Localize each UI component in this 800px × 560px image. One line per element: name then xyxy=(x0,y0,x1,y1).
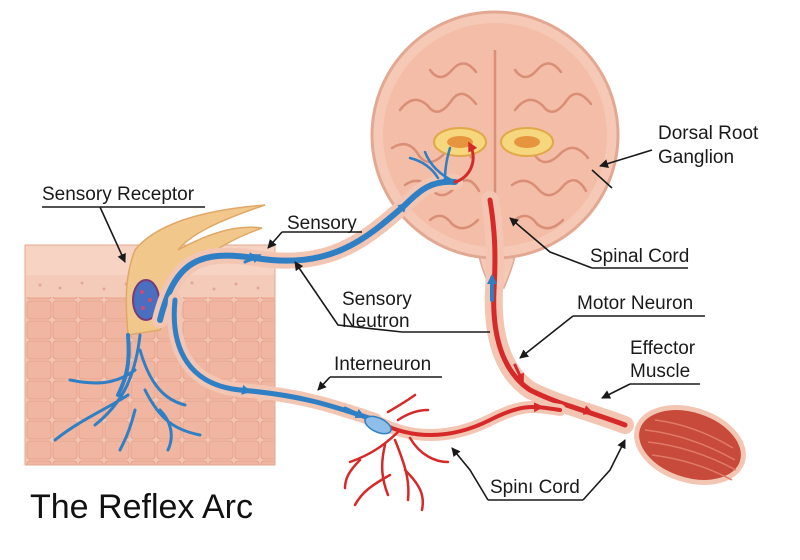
label-effector-line1: Effector xyxy=(630,338,696,359)
sensory-nerve xyxy=(53,146,463,452)
label-dorsal-root-line1: Dorsal Root xyxy=(658,123,759,144)
label-spinal-cord: Spinal Cord xyxy=(590,246,690,267)
label-sensory-neutron-line2: Neutron xyxy=(342,311,410,332)
diagram-title: The Reflex Arc xyxy=(30,488,253,526)
label-interneuron: Interneuron xyxy=(334,354,432,375)
label-effector-line2: Muscle xyxy=(630,361,691,382)
label-sensory: Sensory xyxy=(287,213,357,234)
label-sensory-receptor: Sensory Receptor xyxy=(42,184,195,205)
effector-muscle-shape xyxy=(634,405,746,485)
label-motor-neuron: Motor Neuron xyxy=(577,293,694,314)
label-sensory-neutron-line1: Sensory xyxy=(342,289,412,310)
leader-lines xyxy=(42,149,705,501)
motor-nerve xyxy=(343,141,634,512)
label-spini-cord: Spinı Cord xyxy=(490,477,580,498)
label-dorsal-root-line2: Ganglion xyxy=(658,147,735,168)
